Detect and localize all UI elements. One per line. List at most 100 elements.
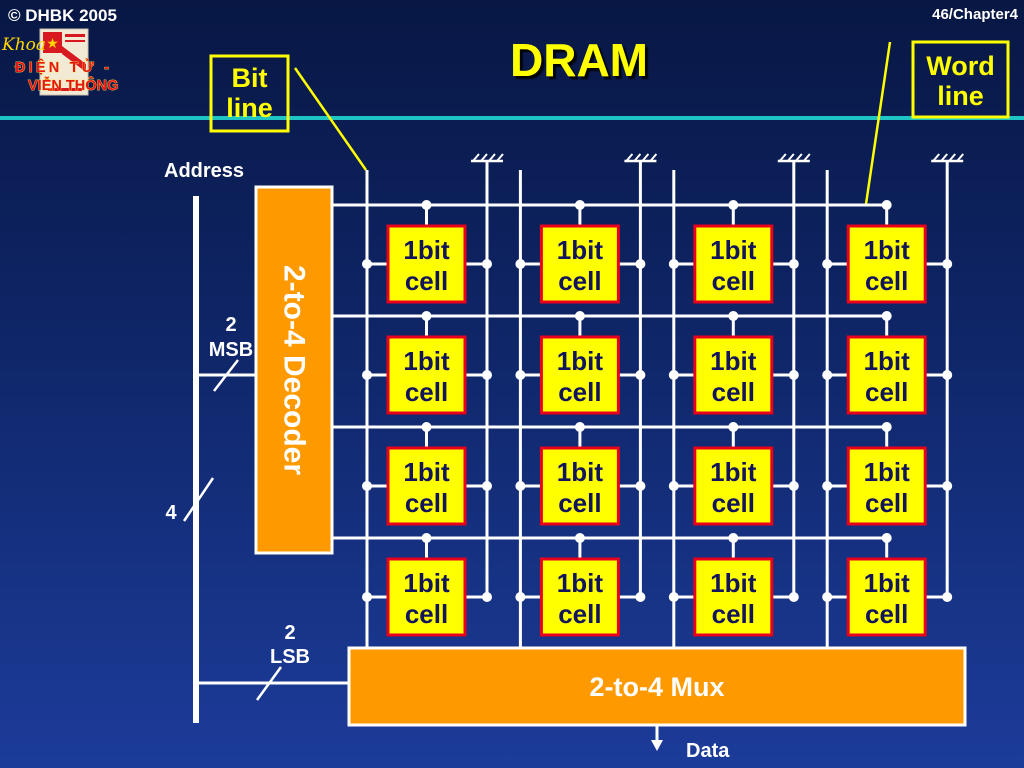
- word-line-junction: [728, 200, 739, 210]
- mux-box: [347, 646, 967, 727]
- ground-hatch: [779, 153, 787, 162]
- memory-cell-label-line-2: cell: [405, 599, 448, 629]
- decoder-label: 2-to-4 Decoder: [278, 265, 311, 475]
- word-line-junction: [421, 533, 432, 543]
- word-line-junction: [574, 200, 585, 210]
- data-output: Data: [651, 726, 730, 762]
- memory-cell-label-line-2: cell: [712, 488, 755, 518]
- word-line-callout-box: [911, 40, 1010, 119]
- bit-line-pointer: [293, 67, 368, 171]
- ground-icon: [931, 153, 964, 163]
- bit-line-junction: [668, 259, 679, 269]
- logo-badge-sash: [62, 46, 86, 72]
- word-line-junction: [574, 311, 585, 321]
- ground-junction: [482, 481, 492, 491]
- memory-cell-label-line-2: cell: [865, 599, 908, 629]
- memory-cell-label-line-1: 1bit: [557, 568, 604, 598]
- memory-cell-box: [539, 557, 620, 637]
- memory-cell-box: [846, 557, 927, 637]
- page-number: 46/Chapter4: [932, 6, 1019, 23]
- memory-cell-box: [693, 335, 774, 415]
- ground-junction: [482, 370, 492, 380]
- bit-line-junction: [668, 370, 679, 380]
- ground-hatch: [956, 153, 964, 162]
- lsb-slash: [255, 666, 283, 701]
- msb-count: 2: [225, 314, 236, 336]
- memory-cell-box: [693, 446, 774, 526]
- star-icon: ★: [46, 36, 59, 52]
- bit-line-junction: [362, 370, 372, 380]
- ground-icon: [471, 153, 504, 163]
- column-mux: 2-to-4 Mux: [347, 646, 967, 727]
- bit-line-callout: Bit line: [209, 54, 368, 171]
- ground-junction: [482, 259, 492, 269]
- memory-cell-box: [539, 224, 620, 304]
- ground-junction: [942, 259, 953, 269]
- array-junctions: [362, 200, 953, 602]
- bus-width-slash: [182, 477, 215, 522]
- bit-line-junction: [362, 259, 372, 269]
- decoder-box: [254, 185, 334, 555]
- memory-cell-box: [693, 224, 774, 304]
- ground-junction: [635, 481, 646, 491]
- bit-line-junction: [515, 259, 526, 269]
- ground-icon: [777, 153, 811, 163]
- logo-badge-stripe: [65, 40, 85, 42]
- ground-hatch: [787, 153, 795, 162]
- bit-line-junction: [515, 481, 526, 491]
- memory-cell-box: [386, 557, 467, 637]
- word-line-callout-line-2: line: [937, 81, 984, 111]
- ground-junction: [635, 370, 646, 380]
- memory-cell-label-line-1: 1bit: [710, 568, 757, 598]
- word-line-callout: Word line: [864, 40, 1010, 205]
- faculty-logo: ★ Khoa ĐIỆN TỬ - VIỄN THÔNG: [1, 28, 119, 96]
- memory-cell-box: [539, 446, 620, 526]
- row-decoder: 2-to-4 Decoder: [254, 185, 334, 555]
- bit-line-junction: [822, 370, 833, 380]
- word-line-junction: [881, 200, 892, 210]
- data-label: Data: [686, 740, 730, 762]
- memory-cell-label-line-2: cell: [712, 266, 755, 296]
- mux-label: 2-to-4 Mux: [590, 672, 725, 702]
- bus-width-label: 4: [165, 502, 177, 524]
- ground-hatch: [641, 153, 650, 162]
- memory-cell-label-line-2: cell: [712, 599, 755, 629]
- ground-hatch: [633, 153, 642, 162]
- ground-hatch: [948, 153, 956, 162]
- ground-junction: [788, 370, 799, 380]
- memory-cell-label-line-2: cell: [865, 266, 908, 296]
- msb-slash: [213, 359, 239, 392]
- memory-cell-label-line-1: 1bit: [864, 457, 911, 487]
- word-line-junction: [728, 533, 739, 543]
- bit-line-junction: [362, 481, 372, 491]
- bit-line-junction: [362, 592, 372, 602]
- ground-hatch: [480, 153, 488, 162]
- memory-cell-label-line-1: 1bit: [710, 346, 757, 376]
- memory-cell-label-line-1: 1bit: [864, 346, 911, 376]
- ground-junction: [788, 259, 799, 269]
- title-divider: [0, 116, 1024, 120]
- word-line-junction: [421, 422, 432, 432]
- ground-junction: [788, 592, 799, 602]
- bit-line-callout-box: [209, 54, 290, 133]
- word-line-junction: [728, 422, 739, 432]
- memory-cell-label-line-1: 1bit: [403, 568, 450, 598]
- memory-cell-label-line-1: 1bit: [557, 346, 604, 376]
- word-line-junction: [421, 200, 432, 210]
- address-label: Address: [164, 160, 244, 182]
- ground-hatch: [625, 153, 634, 162]
- memory-cell-label-line-1: 1bit: [557, 457, 604, 487]
- memory-cell-label-line-2: cell: [558, 377, 601, 407]
- memory-cell-label-line-2: cell: [558, 488, 601, 518]
